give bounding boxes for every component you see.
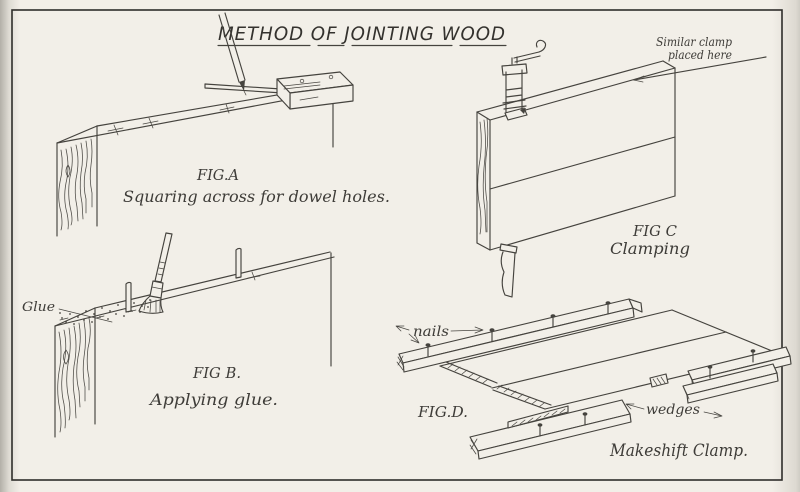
fig-c-label: FIG C	[632, 222, 678, 240]
wood-grain-c	[477, 117, 489, 235]
wood-grain-a	[58, 138, 93, 231]
similar-clamp-label-line2: placed here	[668, 48, 732, 62]
cramp-screw-head	[501, 39, 547, 121]
fig-c-caption: Clamping	[610, 239, 690, 258]
marking-pencil	[218, 12, 247, 96]
fig-a-caption: Squaring across for dowel holes.	[123, 187, 390, 206]
cramp-bar-bottom	[499, 243, 518, 298]
fig-d-drawing: nails wedges FIG.D. Makeshift Clamp.	[395, 298, 792, 461]
fig-d-label: FIG.D.	[417, 403, 468, 421]
fig-a-drawing: FIG.A Squaring across for dowel holes.	[56, 12, 390, 237]
fig-c-drawing: Similar clamp placed here FIG C Clamping	[476, 35, 767, 298]
glue-label: Glue	[22, 300, 55, 315]
nails-callout: nails	[395, 324, 484, 344]
fig-d-caption: Makeshift Clamp.	[609, 441, 748, 461]
fig-b-caption: Applying glue.	[148, 390, 278, 409]
front-block-and-wedge	[469, 399, 632, 460]
page-frame	[11, 9, 783, 481]
board-b	[54, 251, 335, 438]
fig-b-drawing: Glue FIG B. Applying glue.	[22, 232, 335, 438]
nails-label: nails	[413, 324, 449, 340]
glue-brush	[138, 232, 173, 314]
page-title: METHOD OF JOINTING WOOD	[217, 23, 507, 47]
panel-c	[476, 60, 676, 251]
arrowhead-icon	[633, 75, 645, 83]
nail-icons	[425, 301, 611, 357]
nailed-batten	[396, 298, 643, 373]
right-wedge-pair	[649, 346, 792, 404]
title-text: METHOD OF JOINTING WOOD	[218, 23, 506, 45]
fig-b-label: FIG B.	[192, 364, 241, 382]
wedges-label: wedges	[646, 402, 700, 418]
fig-a-label: FIG.A	[196, 166, 239, 184]
similar-clamp-callout: Similar clamp placed here	[633, 35, 767, 83]
similar-clamp-label-line1: Similar clamp	[656, 35, 732, 49]
wood-grain-b	[57, 317, 91, 433]
glue-leader-line	[58, 308, 113, 323]
dowel-pins	[125, 247, 242, 313]
wedges-callout: wedges	[625, 402, 723, 419]
